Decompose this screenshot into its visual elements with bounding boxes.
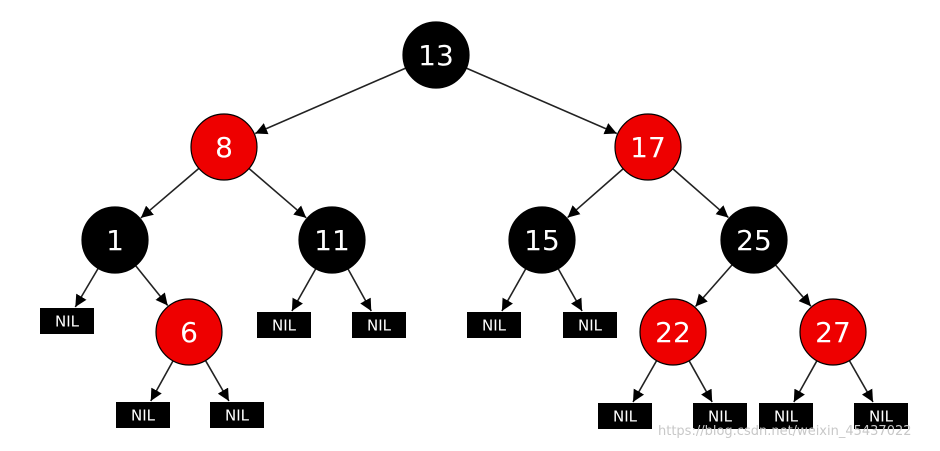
nil-leaf: NIL bbox=[116, 402, 170, 428]
tree-node-8: 8 bbox=[190, 113, 258, 181]
edge-n25-n22 bbox=[694, 264, 733, 308]
tree-edges bbox=[74, 67, 874, 403]
node-circle-black bbox=[81, 206, 149, 274]
nil-leaves: NIL NIL NIL NIL NIL NIL NIL NIL NIL NIL NIL bbox=[40, 308, 908, 429]
nil-leaf: NIL bbox=[563, 312, 617, 338]
edge-n27-nil-27-left bbox=[793, 360, 818, 403]
edge-n6-nil-6-left bbox=[150, 360, 174, 402]
nil-box bbox=[467, 312, 521, 338]
node-circle-red bbox=[614, 113, 682, 181]
edge-n11-nil-11-left bbox=[291, 268, 317, 312]
node-value: 27 bbox=[815, 316, 851, 349]
edge-n25-n27 bbox=[774, 264, 812, 307]
node-value: 11 bbox=[314, 224, 350, 257]
edge-n8-n11 bbox=[248, 167, 307, 219]
node-value: 22 bbox=[655, 316, 691, 349]
nil-label: NIL bbox=[131, 407, 156, 425]
nil-leaf: NIL bbox=[598, 403, 652, 429]
nil-label: NIL bbox=[367, 317, 392, 335]
node-circle-red bbox=[799, 298, 867, 366]
nil-label: NIL bbox=[613, 408, 638, 426]
tree-node-27: 27 bbox=[799, 298, 867, 366]
tree-node-22: 22 bbox=[639, 298, 707, 366]
edge-n17-n15 bbox=[567, 168, 624, 219]
node-circle-black bbox=[720, 206, 788, 274]
nil-label: NIL bbox=[55, 313, 80, 331]
tree-node-1: 1 bbox=[81, 206, 149, 274]
tree-node-11: 11 bbox=[298, 206, 366, 274]
nil-box bbox=[210, 402, 264, 428]
edge-n1-nil-1-left bbox=[74, 267, 99, 308]
nil-box bbox=[40, 308, 94, 334]
node-value: 1 bbox=[106, 224, 124, 257]
edge-n15-nil-15-left bbox=[501, 268, 527, 312]
edge-n13-n8 bbox=[254, 67, 407, 135]
nil-label: NIL bbox=[482, 317, 507, 335]
nil-leaf: NIL bbox=[693, 403, 747, 429]
nil-box bbox=[116, 402, 170, 428]
nil-box bbox=[598, 403, 652, 429]
nil-label: NIL bbox=[272, 317, 297, 335]
nil-label: NIL bbox=[708, 408, 733, 426]
node-value: 13 bbox=[418, 39, 454, 72]
tree-node-25: 25 bbox=[720, 206, 788, 274]
node-value: 6 bbox=[180, 316, 198, 349]
nil-box bbox=[759, 403, 813, 429]
node-circle-black bbox=[402, 21, 470, 89]
node-value: 25 bbox=[736, 224, 772, 257]
tree-node-6: 6 bbox=[155, 298, 223, 366]
nil-leaf: NIL bbox=[759, 403, 813, 429]
node-value: 8 bbox=[215, 131, 233, 164]
node-circle-red bbox=[190, 113, 258, 181]
nil-leaf: NIL bbox=[210, 402, 264, 428]
node-circle-red bbox=[155, 298, 223, 366]
node-circle-black bbox=[298, 206, 366, 274]
edge-n11-nil-11-right bbox=[347, 268, 372, 312]
nil-box bbox=[257, 312, 311, 338]
nil-label: NIL bbox=[869, 408, 894, 426]
edge-n13-n17 bbox=[465, 67, 618, 135]
tree-node-13: 13 bbox=[402, 21, 470, 89]
node-circle-black bbox=[508, 206, 576, 274]
node-value: 17 bbox=[630, 131, 666, 164]
node-value: 15 bbox=[524, 224, 560, 257]
nil-leaf: NIL bbox=[352, 312, 406, 338]
nil-box bbox=[693, 403, 747, 429]
edge-n27-nil-27-right bbox=[848, 360, 874, 403]
edge-n8-n1 bbox=[140, 167, 200, 219]
nil-leaf: NIL bbox=[40, 308, 94, 334]
nil-label: NIL bbox=[578, 317, 603, 335]
nil-leaf: NIL bbox=[257, 312, 311, 338]
edge-n17-n25 bbox=[672, 168, 729, 219]
tree-node-15: 15 bbox=[508, 206, 576, 274]
nil-label: NIL bbox=[225, 407, 250, 425]
nil-box bbox=[854, 403, 908, 429]
edge-n1-n6 bbox=[135, 265, 169, 307]
nil-box bbox=[352, 312, 406, 338]
nil-leaf: NIL bbox=[467, 312, 521, 338]
edge-n15-nil-15-right bbox=[557, 268, 583, 312]
edge-n22-nil-22-left bbox=[632, 360, 658, 403]
edge-n22-nil-22-right bbox=[688, 360, 713, 403]
nil-box bbox=[563, 312, 617, 338]
edge-n6-nil-6-right bbox=[204, 360, 230, 402]
watermark-text: https://blog.csdn.net/weixin_45437022 bbox=[658, 424, 912, 439]
tree-node-17: 17 bbox=[614, 113, 682, 181]
nil-label: NIL bbox=[774, 408, 799, 426]
node-circle-red bbox=[639, 298, 707, 366]
nil-leaf: NIL bbox=[854, 403, 908, 429]
